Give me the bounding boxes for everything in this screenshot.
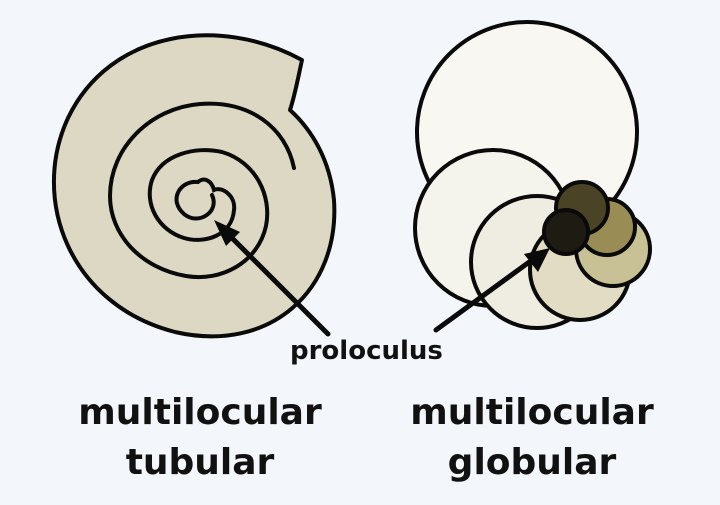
arrow-head-icon: [214, 220, 240, 246]
tubular-test: [52, 33, 337, 339]
arrow-to-tubular-proloculus: [227, 233, 331, 337]
proloculus-label: proloculus: [290, 336, 443, 366]
tubular-test-outline: [52, 33, 337, 339]
proloculus-arrows: [214, 220, 550, 337]
globular-proloculus: [542, 208, 590, 256]
tubular-title-line1: multilocular: [78, 392, 322, 433]
tubular-title-line2: tubular: [125, 442, 275, 483]
arrow-head-icon: [524, 248, 550, 272]
arrow-to-globular-proloculus: [433, 257, 535, 333]
globular-test: [413, 20, 652, 330]
globular-title-line1: multilocular: [410, 392, 654, 433]
tubular-spiral-suture: [107, 101, 296, 279]
globular-title-line2: globular: [447, 442, 617, 483]
